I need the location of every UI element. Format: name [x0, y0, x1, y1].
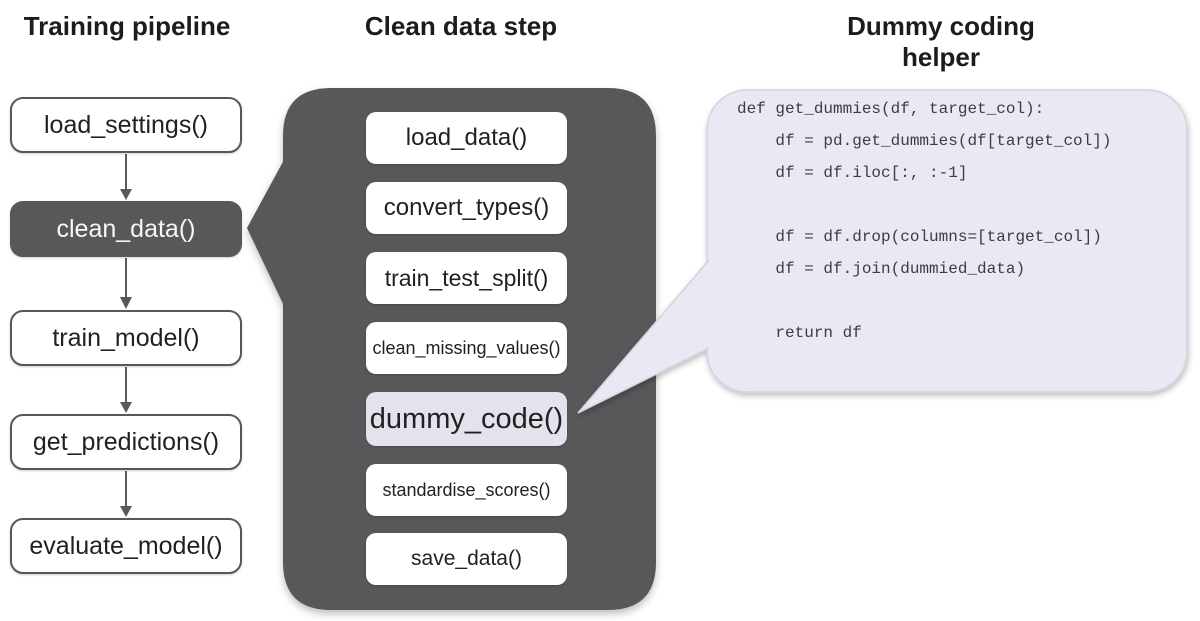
dummy-code-snippet: def get_dummies(df, target_col): df = pd… [737, 93, 1177, 349]
clean-step-clean-missing-values: clean_missing_values() [366, 322, 567, 374]
code-line: df = df.iloc[:, :-1] [737, 164, 968, 182]
clean-step-load-data: load_data() [366, 112, 567, 164]
clean-step-column-title: Clean data step [364, 11, 558, 41]
pipeline-step-train-model: train_model() [10, 310, 242, 366]
clean-step-dummy-code: dummy_code() [366, 392, 567, 446]
pipeline-column-title: Training pipeline [23, 11, 231, 41]
flow-arrow-1 [120, 154, 132, 200]
clean-step-save-data: save_data() [366, 533, 567, 585]
code-line: df = df.join(dummied_data) [737, 260, 1026, 278]
flow-arrow-4 [120, 471, 132, 517]
clean-step-standardise-scores: standardise_scores() [366, 464, 567, 516]
clean-step-train-test-split: train_test_split() [366, 252, 567, 304]
pipeline-step-load-settings: load_settings() [10, 97, 242, 153]
flow-arrow-3 [120, 367, 132, 413]
code-line: return df [737, 324, 862, 342]
helper-column-title: Dummy coding helper [847, 11, 1035, 72]
code-line [737, 285, 1177, 317]
code-line: df = pd.get_dummies(df[target_col]) [737, 132, 1112, 150]
code-line [737, 189, 1177, 221]
pipeline-step-clean-data: clean_data() [10, 201, 242, 257]
flow-arrow-2 [120, 258, 132, 309]
clean-step-convert-types: convert_types() [366, 182, 567, 234]
code-line: def get_dummies(df, target_col): [737, 100, 1045, 118]
pipeline-step-get-predictions: get_predictions() [10, 414, 242, 470]
dark-bubble-tail [247, 158, 285, 308]
light-bubble-tail [577, 259, 710, 414]
code-line: df = df.drop(columns=[target_col]) [737, 228, 1102, 246]
pipeline-step-evaluate-model: evaluate_model() [10, 518, 242, 574]
